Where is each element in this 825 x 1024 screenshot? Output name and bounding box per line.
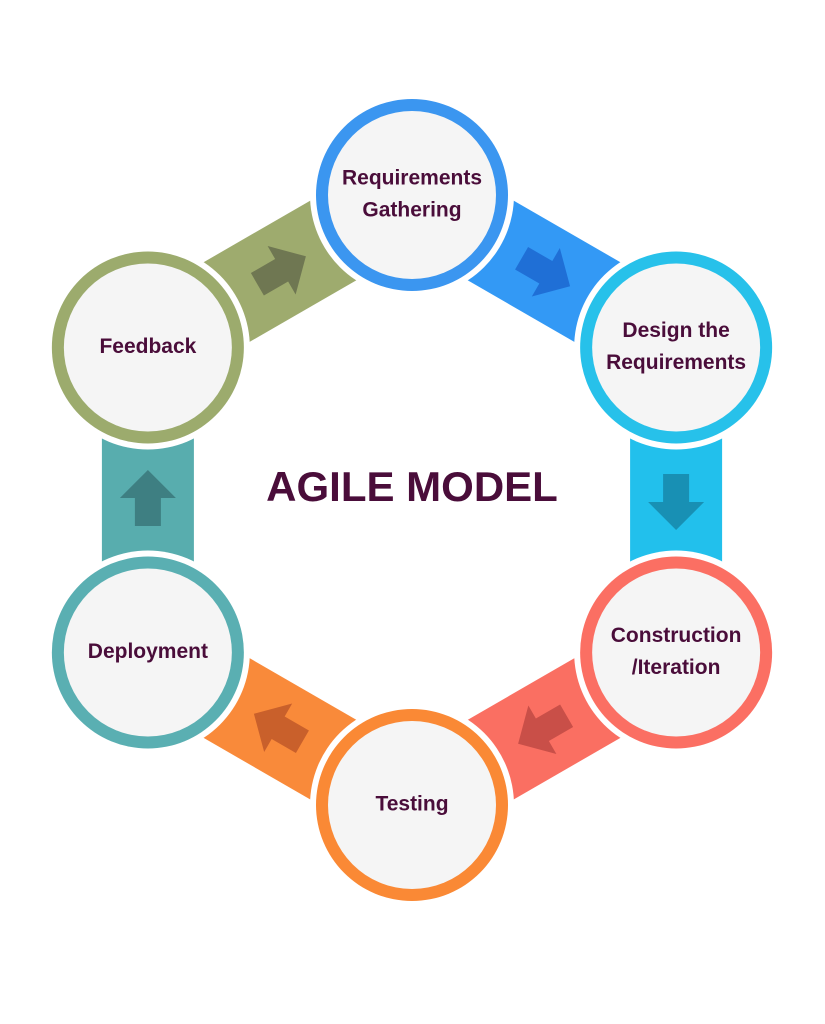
arrow-icon: [253, 703, 309, 754]
stage-label: Requirements: [606, 351, 746, 374]
stage-label: Gathering: [362, 199, 461, 222]
stage-circle-inner: [328, 721, 496, 889]
stage-feedback: Feedback: [45, 245, 250, 450]
arrow-icon: [648, 474, 705, 530]
stage-construction-iteration: Construction/Iteration: [574, 550, 779, 755]
stage-deployment: Deployment: [45, 550, 250, 755]
stage-circle-inner: [592, 568, 761, 737]
stage-circle-inner: [592, 263, 761, 432]
stage-circle-inner: [63, 263, 232, 432]
stage-label: Testing: [375, 793, 448, 816]
arrow-icon: [250, 246, 306, 296]
stage-circle-inner: [328, 111, 496, 279]
arrow-icon: [119, 470, 176, 526]
stage-label: Deployment: [88, 640, 208, 663]
stage-label: /Iteration: [632, 656, 721, 679]
stage-label: Requirements: [342, 167, 482, 190]
arrow-icon: [518, 704, 574, 755]
stage-testing: Testing: [310, 703, 514, 907]
stage-label: Design the: [622, 319, 729, 342]
arrow-icon: [515, 247, 571, 297]
stage-label: Construction: [611, 624, 742, 647]
diagram-title: AGILE MODEL: [266, 463, 558, 510]
stage-label: Feedback: [99, 335, 196, 358]
stage-circle-inner: [63, 568, 232, 737]
